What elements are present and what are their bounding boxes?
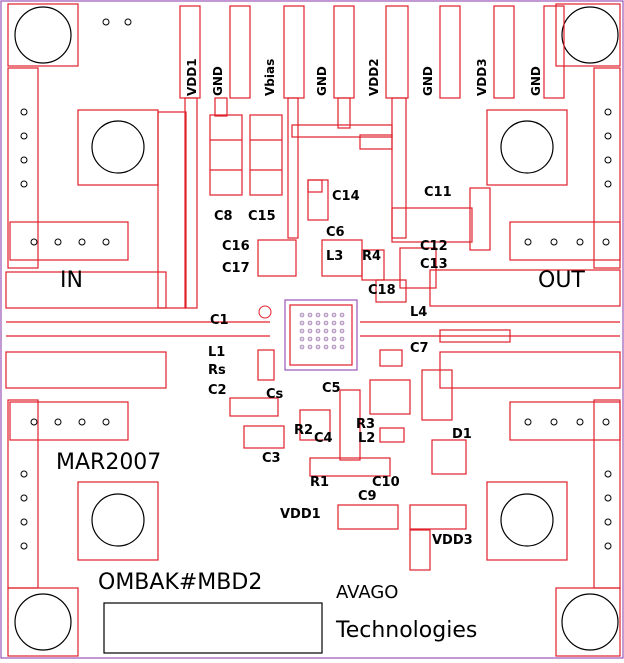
component-label-c6: C6 <box>326 225 345 240</box>
component-label-c1: C1 <box>210 313 229 328</box>
rf-input-label: IN <box>60 268 83 293</box>
mounting-hole <box>77 109 159 186</box>
header-pin-label: GND <box>421 66 435 96</box>
component-label-c4: C4 <box>314 431 333 446</box>
component-label-r4: R4 <box>362 249 382 264</box>
component-label-c11: C11 <box>424 185 452 200</box>
mounting-hole <box>486 109 568 186</box>
component-label-c8: C8 <box>214 209 233 224</box>
mounting-hole <box>486 481 568 561</box>
header-pin-label: VDD1 <box>185 58 199 96</box>
header-pin-label: Vbias <box>263 58 277 96</box>
component-label-r2: R2 <box>294 423 314 438</box>
component-label-c14: C14 <box>332 189 360 204</box>
header-pin-label: GND <box>315 66 329 96</box>
component-label-cs: Cs <box>266 387 284 402</box>
mounting-hole <box>77 481 159 561</box>
mounting-hole <box>555 587 621 657</box>
component-label-r3: R3 <box>356 417 376 432</box>
component-label-c5: C5 <box>322 381 341 396</box>
component-label-c18: C18 <box>368 283 396 298</box>
component-label-c12: C12 <box>420 239 448 254</box>
component-label-c10: C10 <box>372 475 400 490</box>
board-date: MAR2007 <box>56 450 162 475</box>
supply-label-vdd1: VDD1 <box>280 507 321 522</box>
mounting-hole <box>7 3 79 67</box>
component-label-l2: L2 <box>358 431 376 446</box>
component-label-d1: D1 <box>452 427 472 442</box>
company-name: AVAGO <box>336 582 399 603</box>
component-label-c17: C17 <box>222 261 250 276</box>
component-label-c2: C2 <box>208 383 227 398</box>
component-label-l3: L3 <box>326 249 344 264</box>
component-label-c15: C15 <box>248 209 276 224</box>
component-label-c16: C16 <box>222 239 250 254</box>
component-label-r1: R1 <box>310 475 330 490</box>
rf-output-label: OUT <box>538 268 585 293</box>
header-pin-label: VDD3 <box>475 58 489 96</box>
header-pin-label: VDD2 <box>367 58 381 96</box>
component-label-c9: C9 <box>358 489 377 504</box>
component-label-rs: Rs <box>208 363 226 378</box>
header-pin-label: GND <box>529 66 543 96</box>
company-subtitle: Technologies <box>336 618 478 643</box>
component-label-l4: L4 <box>410 305 428 320</box>
component-label-c7: C7 <box>410 341 429 356</box>
board-name: OMBAK#MBD2 <box>98 570 263 595</box>
component-label-c3: C3 <box>262 451 281 466</box>
supply-label-vdd3: VDD3 <box>432 533 473 548</box>
mounting-hole <box>555 3 621 67</box>
component-label-l1: L1 <box>208 345 226 360</box>
header-pin-label: GND <box>211 66 225 96</box>
mounting-hole <box>7 587 79 657</box>
component-label-c13: C13 <box>420 257 448 272</box>
